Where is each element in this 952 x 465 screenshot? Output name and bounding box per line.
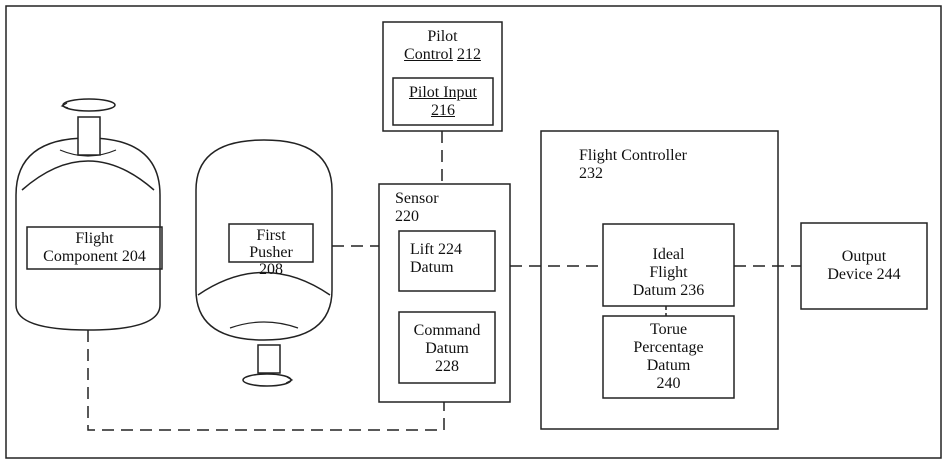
flight-controller-number: 232 [579, 165, 603, 182]
torque-percentage-datum-name: Torue [649, 321, 688, 338]
first-pusher-name2: Pusher [249, 244, 293, 261]
output-device-name2: Device 244 [827, 266, 901, 283]
command-datum-name: Command [413, 322, 481, 339]
ideal-flight-datum-name3: Datum 236 [632, 282, 705, 299]
connector-component-sensor [87, 330, 445, 431]
first-pusher-body [195, 139, 333, 387]
ideal-flight-datum-name2: Flight [649, 264, 688, 281]
command-datum-number: 228 [435, 358, 459, 375]
flight-controller-name: Flight Controller [579, 147, 687, 164]
command-datum-label: Command Datum 228 [399, 322, 495, 376]
pilot-input-box [392, 77, 494, 126]
flight-component-label: Flight Component 204 [27, 230, 162, 266]
pilot-control-name2: Control [404, 46, 453, 63]
command-datum-name2: Datum [425, 340, 469, 357]
output-device-name: Output [841, 248, 887, 265]
lift-datum-label: Lift 224 Datum [410, 241, 462, 277]
first-pusher-label: First Pusher 208 [229, 227, 313, 278]
command-datum-box [398, 311, 496, 384]
lift-datum-box [398, 230, 496, 292]
outer-frame [5, 5, 942, 459]
dashed-connectors [87, 131, 801, 431]
pilot-control-number: 212 [456, 46, 481, 63]
first-pusher-number: 208 [259, 261, 283, 278]
pilot-input-number: 216 [431, 102, 455, 119]
torque-percentage-datum-box [602, 315, 735, 399]
ideal-flight-datum-name: Ideal [652, 246, 685, 263]
torque-percentage-datum-label: Torue Percentage Datum 240 [603, 321, 734, 393]
flight-component-name: Flight [75, 230, 114, 247]
flight-component-name2: Component 204 [43, 248, 146, 265]
output-device-label: Output Device 244 [801, 248, 927, 284]
pilot-input-name: Pilot Input [408, 84, 477, 101]
flight-controller-label: Flight Controller 232 [579, 147, 687, 183]
sensor-name: Sensor [395, 190, 439, 207]
torque-percentage-datum-name3: Datum [646, 357, 691, 374]
torque-percentage-datum-number: 240 [656, 375, 681, 392]
pilot-control-name: Pilot [427, 28, 458, 45]
flight-component-body [15, 98, 163, 331]
lift-datum-number: 224 [438, 241, 462, 258]
ideal-flight-datum-box [602, 223, 735, 307]
pilot-input-label: Pilot Input 216 [393, 84, 493, 120]
lift-datum-name2: Datum [410, 259, 454, 276]
lift-datum-name: Lift [410, 241, 434, 258]
flight-controller-box [540, 130, 779, 430]
torque-percentage-datum-name2: Percentage [633, 339, 704, 356]
sensor-number: 220 [395, 208, 419, 225]
ideal-flight-datum-label: Ideal Flight Datum 236 [603, 246, 734, 300]
pilot-control-label: Pilot Control 212 [383, 28, 502, 64]
first-pusher-name: First [256, 227, 286, 244]
sensor-label: Sensor 220 [395, 190, 439, 226]
